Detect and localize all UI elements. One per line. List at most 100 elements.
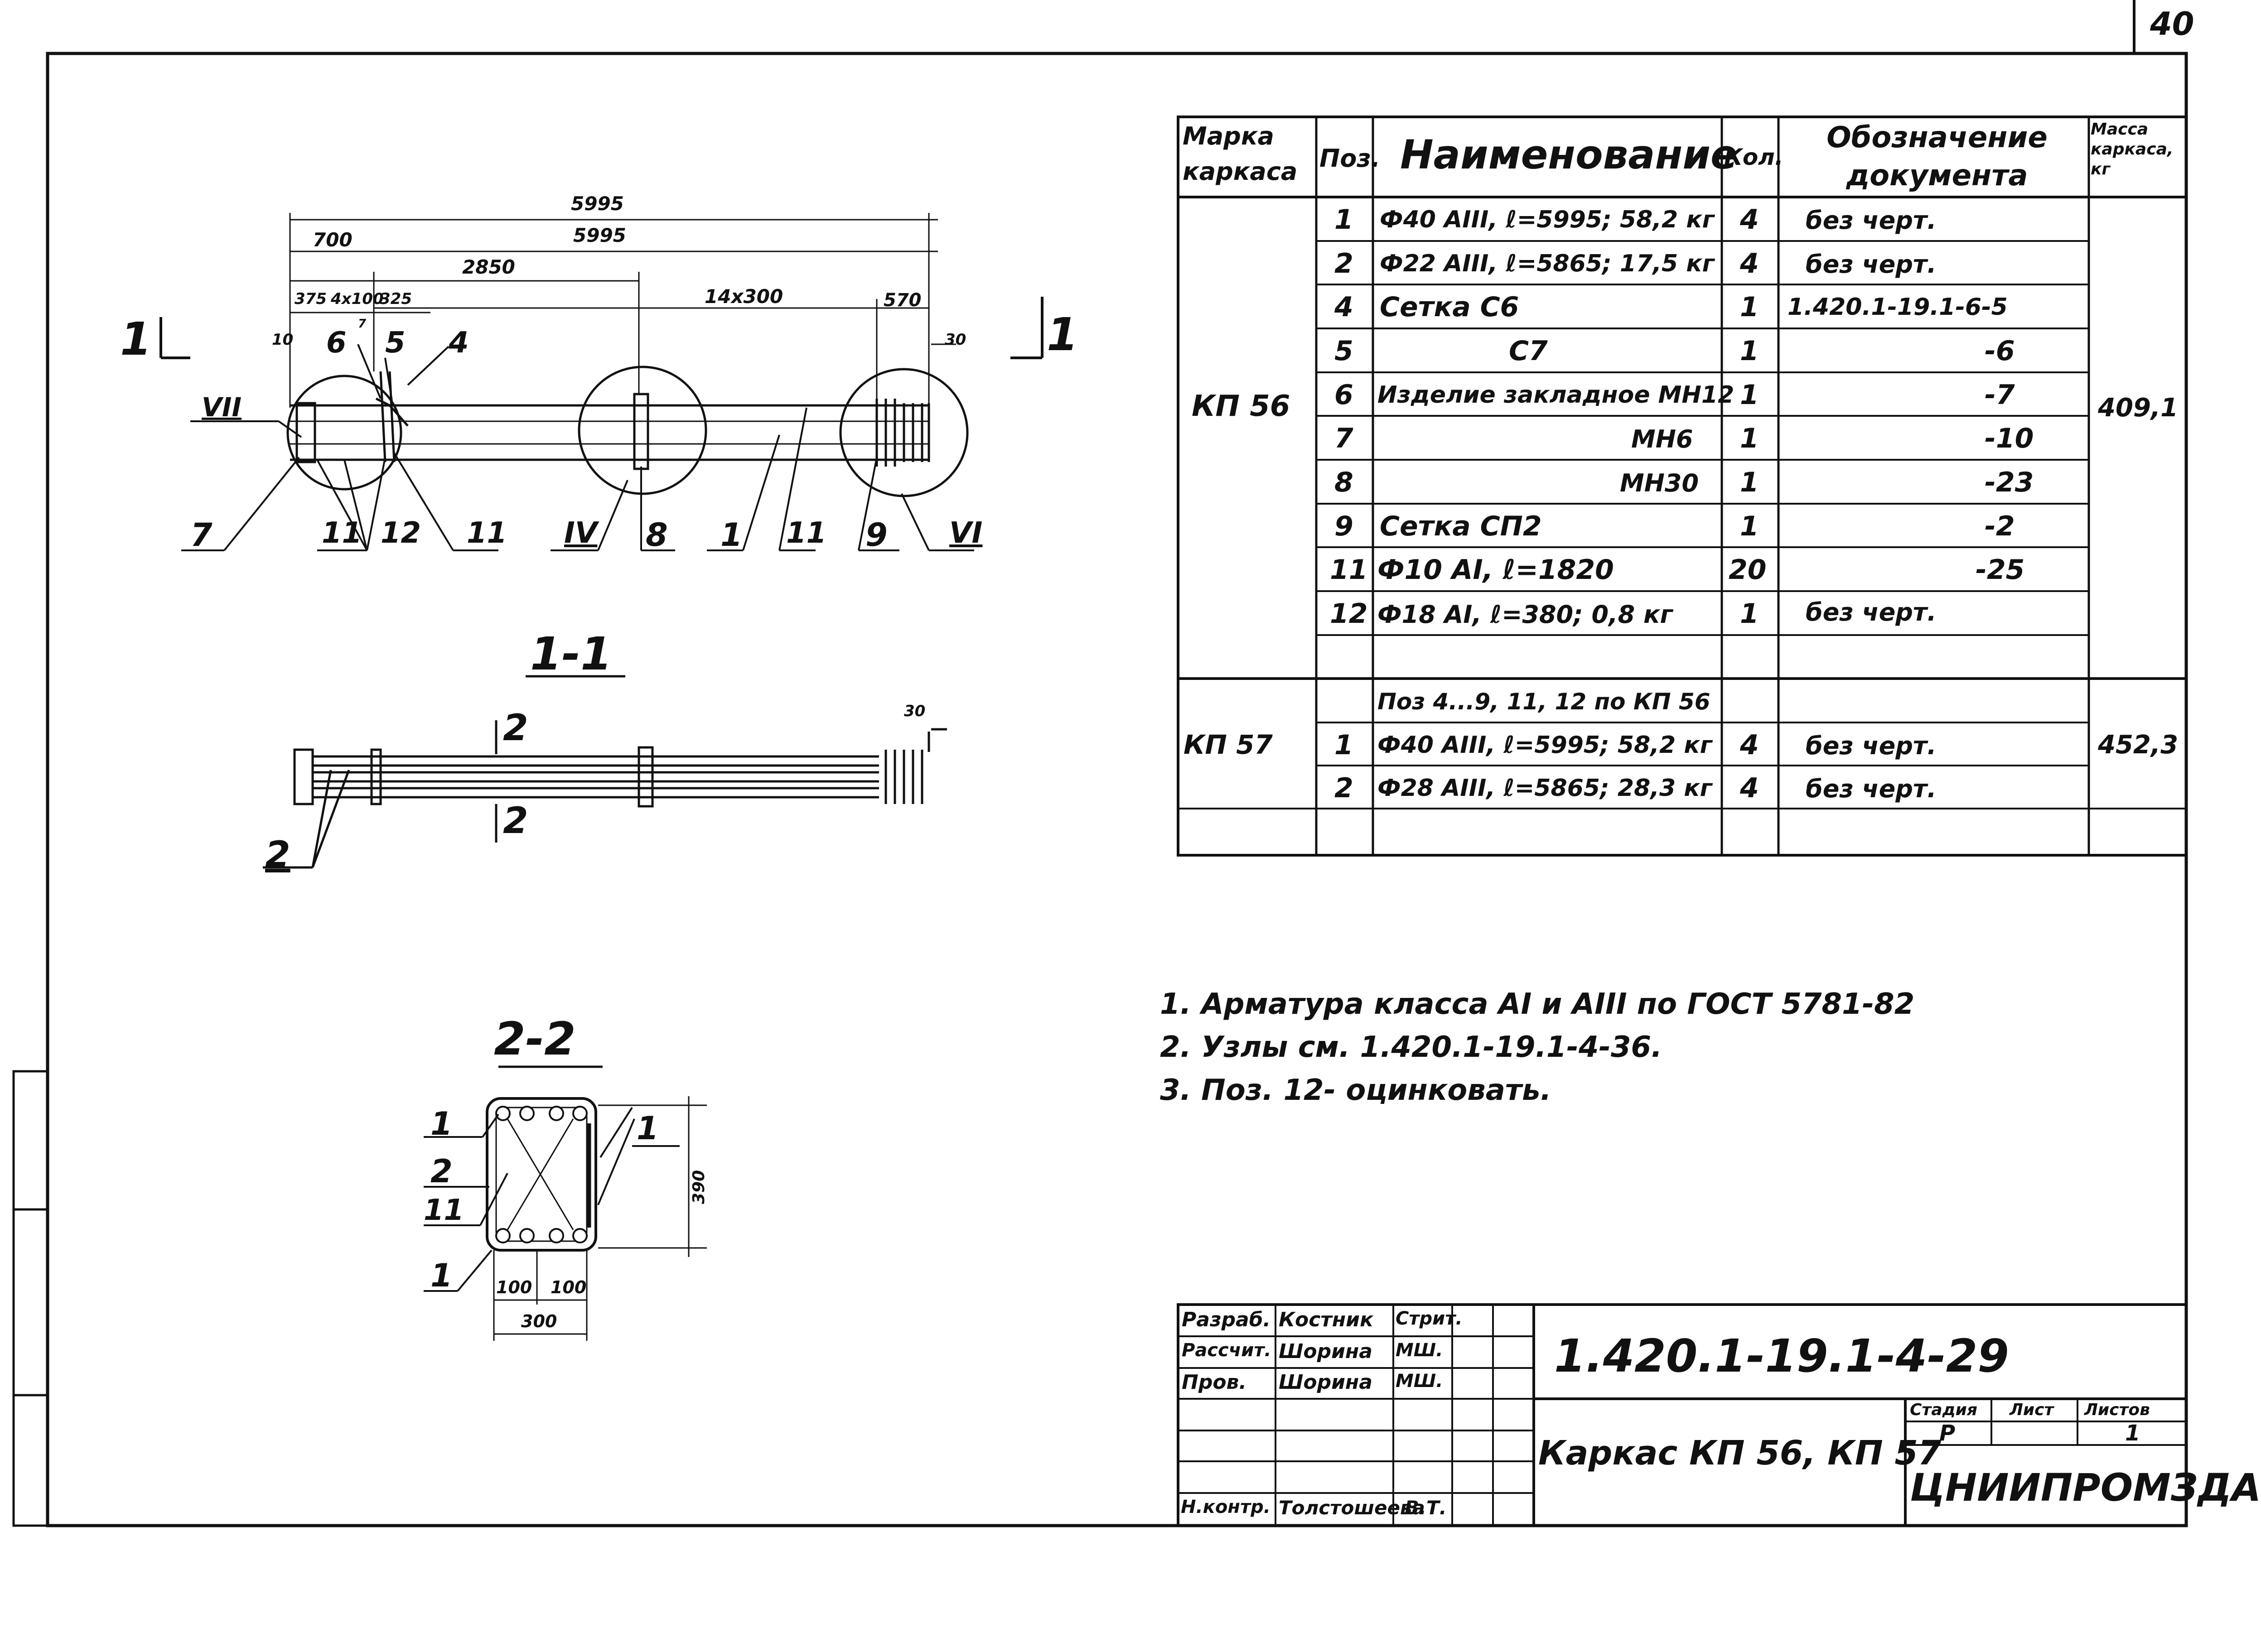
sheet-header: Лист: [2010, 1401, 2054, 1419]
callout-label: 1: [720, 516, 743, 554]
sig-role: Н.контр.: [1181, 1497, 1271, 1517]
callout-label: 5: [385, 326, 406, 360]
dim-label: 100: [496, 1277, 532, 1297]
doc-cell: -23: [1985, 467, 2034, 498]
sig-name: Шорина: [1279, 1371, 1373, 1394]
doc-cell: -2: [1985, 511, 2015, 542]
callout-label: 2: [265, 833, 290, 876]
mark-kp57: КП 57: [1184, 729, 1273, 760]
sig-sign: Стрит.: [1396, 1308, 1463, 1329]
sig-name: Шорина: [1279, 1340, 1373, 1363]
doc-cell: без черт.: [1806, 250, 1937, 279]
name-cell: Ф40 АIII, ℓ=5995; 58,2 кг: [1377, 732, 1712, 759]
dim-label: 390: [690, 1170, 709, 1204]
stage-header: Стадия: [1910, 1401, 1977, 1419]
name-cell: Ф10 АI, ℓ=1820: [1377, 554, 1614, 586]
qty-cell: 4: [1740, 729, 1759, 761]
callout-label: 11: [424, 1194, 464, 1227]
stage-value: Р: [1939, 1421, 1956, 1446]
dim-label: 5995: [573, 224, 626, 246]
pos-cell: 1: [1334, 204, 1353, 236]
name-cell: Ф18 АI, ℓ=380; 0,8 кг: [1377, 600, 1673, 629]
section-mark-right: 1: [1047, 308, 1078, 361]
callout-label: 1: [637, 1110, 659, 1147]
pos-cell: 9: [1334, 511, 1353, 542]
callout-label: VI: [949, 516, 983, 550]
callout-label: 1: [430, 1257, 453, 1294]
dim-label: 30: [945, 331, 966, 349]
note-item: 2. Узлы см. 1.420.1-19.1-4-36.: [1160, 1031, 1662, 1064]
doc-cell: без черт.: [1806, 775, 1937, 803]
qty-cell: 20: [1729, 554, 1767, 586]
dim-label: 7: [358, 317, 367, 331]
sheet-code: 1.420.1-19.1-4-29: [1554, 1329, 2009, 1382]
qty-cell: 4: [1740, 248, 1759, 279]
sig-role: Пров.: [1182, 1371, 1247, 1394]
pos-cell: 4: [1334, 291, 1353, 323]
pos-cell: 6: [1334, 379, 1353, 411]
sheet-title: Каркас КП 56, КП 57: [1538, 1434, 1942, 1473]
section-title: 1-1: [530, 627, 612, 680]
mass-kp57: 452,3: [2098, 730, 2179, 760]
dim-label: 5995: [571, 193, 624, 215]
sig-name: Костник: [1279, 1308, 1373, 1331]
callout-label: 8: [646, 516, 668, 554]
section-cut-label: 2: [503, 707, 528, 749]
dim-label: 300: [521, 1311, 557, 1331]
callout-label: 2: [430, 1153, 453, 1190]
dim-label: 10: [272, 331, 294, 349]
name-cell: Сетка СП2: [1380, 511, 1542, 542]
name-cell: С7: [1509, 335, 1548, 367]
dim-label: 700: [313, 229, 353, 251]
callout-label: 6: [326, 326, 347, 360]
header-mark: Марка каркаса: [1183, 122, 1298, 186]
header-mass: Масса каркаса, кг: [2091, 120, 2174, 178]
doc-cell: 1.420.1-19.1-6-5: [1788, 294, 2008, 321]
doc-cell: -7: [1985, 379, 2015, 411]
doc-cell: без черт.: [1806, 206, 1937, 235]
doc-cell: без черт.: [1806, 732, 1937, 760]
dim-label: 325: [380, 290, 412, 308]
qty-cell: 1: [1740, 423, 1759, 454]
callout-label: 11: [322, 516, 362, 550]
pos-cell: 5: [1334, 335, 1353, 367]
header-pos: Поз.: [1319, 144, 1381, 173]
pos-cell: 11: [1330, 554, 1368, 586]
section-title: 2-2: [494, 1012, 576, 1065]
dim-label: 375: [295, 290, 327, 308]
pos-cell: 2: [1334, 772, 1353, 804]
callout-label: 4: [449, 326, 469, 360]
callout-label: 11: [467, 516, 507, 550]
qty-cell: 1: [1740, 379, 1759, 411]
pos-cell: 8: [1334, 467, 1353, 498]
name-cell: Ф28 АIII, ℓ=5865; 28,3 кг: [1377, 775, 1712, 802]
dim-label: 14х300: [705, 285, 783, 308]
header-name: Наименование: [1400, 131, 1738, 178]
sig-sign: МШ.: [1396, 1340, 1443, 1361]
section-mark-left: 1: [120, 313, 152, 366]
note-item: 1. Арматура класса АI и АIII по ГОСТ 578…: [1160, 987, 1915, 1021]
name-cell: Изделие закладное МН12: [1377, 381, 1734, 409]
pos-cell: 7: [1334, 423, 1353, 454]
callout-label: 9: [865, 516, 888, 554]
callout-label: 12: [381, 516, 421, 550]
name-cell: Поз 4...9, 11, 12 по КП 56: [1377, 689, 1710, 715]
doc-cell: -10: [1985, 423, 2034, 454]
organization: ЦНИИПРОМЗДАНИЙ: [1910, 1465, 2261, 1510]
qty-cell: 1: [1740, 291, 1759, 323]
callout-label: 11: [786, 516, 827, 550]
doc-cell: -25: [1976, 554, 2025, 586]
name-cell: Ф40 АIII, ℓ=5995; 58,2 кг: [1380, 206, 1715, 233]
sig-role: Разраб.: [1182, 1308, 1271, 1331]
dim-label: 4х100: [331, 290, 384, 308]
mark-kp56: КП 56: [1192, 390, 1290, 423]
sig-role: Рассчит.: [1182, 1340, 1271, 1361]
qty-cell: 4: [1740, 772, 1759, 804]
qty-cell: 4: [1740, 204, 1759, 236]
doc-cell: без черт.: [1806, 598, 1937, 626]
pos-cell: 12: [1330, 598, 1368, 630]
qty-cell: 1: [1740, 335, 1759, 367]
callout-label: 1: [430, 1105, 453, 1142]
note-item: 3. Поз. 12- оцинковать.: [1160, 1074, 1551, 1107]
